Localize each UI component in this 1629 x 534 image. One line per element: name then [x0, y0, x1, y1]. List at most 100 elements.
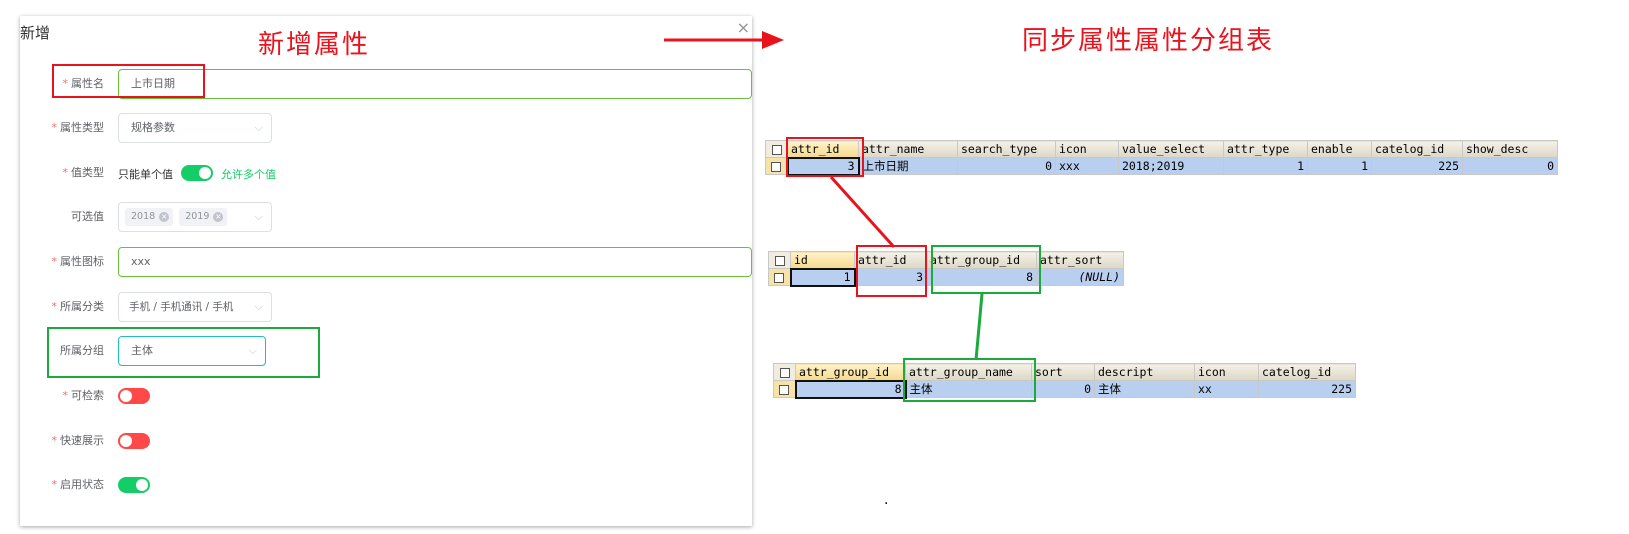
right-annotation-title: 同步属性属性分组表 [1022, 26, 1275, 56]
checkbox[interactable] [771, 161, 782, 172]
checkbox[interactable] [774, 272, 785, 283]
form-row-value-type: *值类型 只能单个值 允许多个值 [20, 158, 752, 188]
column-header[interactable]: value_select [1118, 140, 1224, 158]
form-row-enabled: *启用状态 [20, 470, 752, 500]
column-header[interactable]: icon [1194, 363, 1259, 381]
attr-type-select[interactable]: 规格参数 ⌵ [118, 113, 272, 143]
close-icon[interactable]: × [736, 18, 750, 37]
form-row-options: 可选值 2018× 2019× ⌵ [20, 202, 752, 232]
enabled-switch[interactable] [118, 476, 150, 493]
single-value-label: 只能单个值 [118, 168, 173, 181]
column-header[interactable]: enable [1307, 140, 1372, 158]
icon-label: *属性图标 [51, 255, 105, 268]
value-type-switch[interactable] [181, 164, 213, 181]
options-multiselect[interactable]: 2018× 2019× ⌵ [118, 202, 272, 232]
table-cell[interactable]: 1 [1307, 157, 1372, 175]
stray-dot: . [884, 492, 889, 508]
icon-input[interactable]: xxx [118, 247, 752, 277]
checkbox[interactable] [774, 255, 785, 266]
chevron-down-icon: ⌵ [254, 300, 263, 313]
attr-table: attr_id attr_name search_type icon value… [765, 140, 1558, 176]
column-header[interactable]: search_type [957, 140, 1056, 158]
column-header[interactable]: attr_id [787, 140, 859, 158]
dialog-title: 新增 [20, 24, 51, 42]
table-cell[interactable]: 0 [1462, 157, 1558, 175]
checkbox[interactable] [771, 144, 782, 155]
green-connector [974, 293, 984, 361]
category-label: *所属分类 [51, 300, 105, 313]
table-cell[interactable]: xxx [1055, 157, 1119, 175]
table-cell[interactable]: 3 [854, 268, 927, 286]
quick-show-label: *快速展示 [51, 434, 105, 447]
table-cell[interactable]: 225 [1371, 157, 1463, 175]
table-cell[interactable]: 主体 [905, 380, 1032, 398]
option-tag: 2018× [125, 208, 174, 226]
form-row-searchable: *可检索 [20, 381, 752, 411]
attr-name-highlight [52, 64, 205, 98]
quick-show-switch[interactable] [118, 432, 150, 449]
group-name-highlight [903, 358, 1036, 402]
add-attribute-dialog: 新增 × *属性名 上市日期 *属性类型 规格参数 ⌵ *值类型 只能单个值 允许… [20, 16, 752, 526]
column-header[interactable]: attr_group_id [926, 251, 1037, 269]
column-header[interactable]: attr_name [858, 140, 958, 158]
form-row-attr-type: *属性类型 规格参数 ⌵ [20, 113, 752, 143]
close-icon[interactable]: × [213, 212, 224, 222]
value-type-label: *值类型 [62, 166, 105, 179]
table-cell[interactable]: (NULL) [1036, 268, 1124, 286]
table-cell[interactable]: 2018;2019 [1118, 157, 1224, 175]
column-header[interactable]: attr_type [1223, 140, 1308, 158]
table-cell[interactable]: 225 [1258, 380, 1356, 398]
table-cell[interactable]: 3 [786, 156, 860, 176]
left-annotation-title: 新增属性 [258, 30, 371, 60]
form-row-icon: *属性图标 xxx [20, 247, 752, 277]
relation-attr-id-highlight [856, 245, 927, 297]
category-cascader[interactable]: 手机 / 手机通讯 / 手机 ⌵ [118, 292, 272, 322]
column-header[interactable]: sort [1031, 363, 1095, 381]
table-cell[interactable]: 1 [1223, 157, 1308, 175]
column-header[interactable]: icon [1055, 140, 1119, 158]
enabled-label: *启用状态 [51, 478, 105, 491]
red-connector [829, 175, 896, 249]
table-header-row: attr_id attr_name search_type icon value… [765, 140, 1558, 158]
table-row[interactable]: 8 主体 0 主体 xx 225 [773, 379, 1356, 399]
table-cell[interactable]: 上市日期 [858, 157, 958, 175]
form-row-quick-show: *快速展示 [20, 426, 752, 456]
table-row[interactable]: 1 3 8 (NULL) [768, 267, 1124, 287]
table-cell[interactable]: 1 [789, 267, 856, 287]
chevron-down-icon: ⌵ [254, 121, 263, 134]
relation-group-id-highlight [931, 245, 1041, 294]
table-cell[interactable]: 8 [794, 379, 907, 399]
column-header[interactable]: catelog_id [1258, 363, 1356, 381]
multi-value-label: 允许多个值 [221, 168, 276, 181]
arrow-head [762, 31, 784, 49]
options-label: 可选值 [71, 210, 104, 223]
attr-group-table: attr_group_id attr_group_name sort descr… [773, 363, 1356, 399]
table-cell[interactable]: 0 [957, 157, 1056, 175]
checkbox[interactable] [779, 367, 790, 378]
table-cell[interactable]: xx [1194, 380, 1259, 398]
table-cell[interactable]: 0 [1031, 380, 1095, 398]
column-header[interactable]: attr_group_id [795, 363, 906, 381]
searchable-switch[interactable] [118, 387, 150, 404]
form-row-category: *所属分类 手机 / 手机通讯 / 手机 ⌵ [20, 292, 752, 322]
column-header[interactable]: descript [1094, 363, 1195, 381]
group-select[interactable]: 主体 ⌵ [118, 336, 266, 366]
group-highlight [47, 327, 320, 378]
chevron-down-icon: ⌵ [254, 210, 263, 223]
table-cell[interactable]: 主体 [1094, 380, 1195, 398]
column-header[interactable]: attr_sort [1036, 251, 1124, 269]
checkbox[interactable] [779, 384, 790, 395]
attr-name-input[interactable]: 上市日期 [118, 69, 752, 99]
option-tag: 2019× [179, 208, 228, 226]
close-icon[interactable]: × [159, 212, 170, 222]
column-header[interactable]: id [790, 251, 855, 269]
column-header[interactable]: catelog_id [1371, 140, 1463, 158]
table-row[interactable]: 3 上市日期 0 xxx 2018;2019 1 1 225 0 [765, 156, 1558, 176]
searchable-label: *可检索 [62, 389, 105, 402]
form-row-attr-name: *属性名 上市日期 [20, 69, 752, 99]
column-header[interactable]: show_desc [1462, 140, 1558, 158]
attr-name-label: *属性名 [62, 77, 105, 90]
form-row-group: 所属分组 主体 ⌵ [20, 336, 752, 366]
table-cell[interactable]: 8 [926, 268, 1037, 286]
